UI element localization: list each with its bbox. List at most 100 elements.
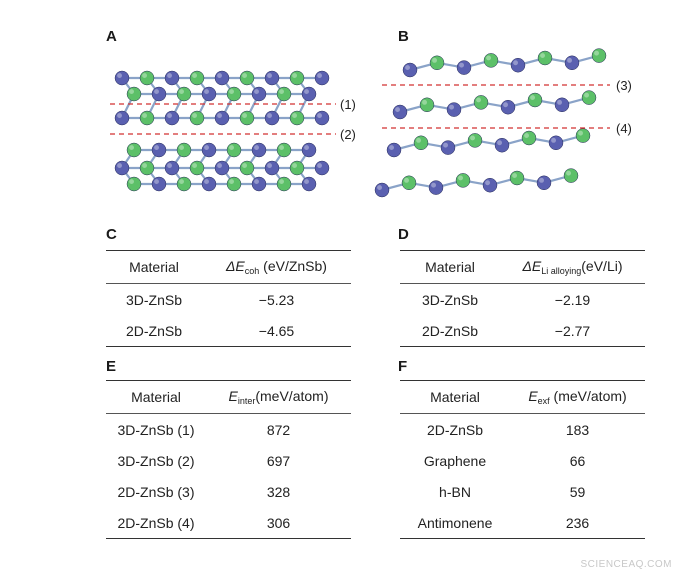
sb-atom — [429, 55, 445, 71]
zn-atom — [392, 104, 408, 120]
watermark: SCIENCEAQ.COM — [580, 559, 672, 570]
zn-atom — [564, 55, 580, 71]
sb-atom — [591, 48, 607, 63]
table-interlayer-energy: Material Einter(meV/atom) 3D-ZnSb (1)872… — [106, 380, 351, 539]
sb-atom — [473, 95, 489, 110]
table-row: 2D-ZnSb (4)306 — [106, 507, 351, 539]
table-header-energy: Einter(meV/atom) — [206, 380, 351, 414]
zn-atom — [482, 177, 498, 193]
sb-atom — [176, 86, 192, 102]
zn-atom — [402, 62, 418, 78]
cleave-label-3: (3) — [616, 78, 632, 93]
zn-atom — [264, 70, 280, 86]
zn-atom — [510, 57, 526, 73]
zn-atom — [386, 142, 402, 158]
table-header-material: Material — [106, 250, 202, 284]
sb-atom — [276, 176, 292, 192]
zn-atom — [554, 97, 570, 113]
zn-atom — [301, 86, 317, 102]
sb-atom — [126, 176, 142, 192]
sb-atom — [276, 86, 292, 102]
table-li-alloying-energy: Material ΔELi alloying(eV/Li) 3D-ZnSb−2.… — [400, 250, 645, 347]
zn-atom — [440, 140, 456, 155]
zn-atom — [264, 160, 280, 176]
cleave-label-1: (1) — [340, 97, 356, 112]
sb-atom — [239, 160, 255, 176]
zn-atom — [301, 176, 317, 192]
structure-3d-znsb: (1) (2) — [110, 70, 356, 192]
sb-atom — [226, 142, 242, 158]
zn-atom — [536, 175, 552, 191]
zn-atom — [428, 180, 444, 195]
zn-atom — [548, 135, 564, 151]
zn-atom — [456, 60, 472, 75]
table-header-energy: ΔELi alloying(eV/Li) — [500, 250, 645, 284]
zn-atom — [114, 70, 130, 86]
panel-label-b: B — [398, 28, 409, 45]
sb-atom — [126, 142, 142, 158]
table-header-energy: ΔEcoh (eV/ZnSb) — [202, 250, 351, 284]
sb-atom — [139, 110, 155, 126]
table-row: 2D-ZnSb−4.65 — [106, 315, 351, 347]
sb-atom — [239, 110, 255, 126]
zn-atom — [251, 142, 267, 158]
panel-label-e: E — [106, 358, 117, 375]
zn-atom — [494, 137, 510, 153]
zn-atom — [164, 70, 180, 86]
sb-atom — [537, 50, 553, 66]
sb-atom — [239, 70, 255, 86]
sb-atom — [563, 168, 579, 183]
sb-atom — [276, 142, 292, 158]
panel-label-d: D — [398, 226, 409, 243]
table-row: 3D-ZnSb−2.19 — [421, 291, 591, 308]
panel-label-f: F — [398, 358, 408, 375]
sb-atom — [189, 70, 205, 86]
zn-atom — [214, 70, 230, 86]
sb-atom — [413, 135, 429, 151]
sb-atom — [509, 170, 525, 186]
zn-atom — [164, 110, 180, 126]
sb-atom — [126, 86, 142, 102]
sb-atom — [139, 160, 155, 176]
sb-atom — [226, 176, 242, 192]
sb-atom — [226, 86, 242, 102]
sb-atom — [527, 92, 543, 108]
table-row: 3D-ZnSb (1)872 — [117, 421, 291, 438]
panel-label-c: C — [106, 226, 117, 243]
structure-2d-znsb-layers: (3) (4) — [374, 48, 632, 198]
zn-atom — [201, 142, 217, 158]
sb-atom — [575, 128, 591, 143]
zn-atom — [500, 99, 516, 115]
cleave-label-4: (4) — [616, 121, 632, 136]
zn-atom — [446, 102, 462, 117]
zn-atom — [314, 110, 330, 126]
zn-atom — [201, 86, 217, 102]
sb-atom — [581, 90, 597, 105]
zn-atom — [214, 110, 230, 126]
table-cohesive-energy: Material ΔEcoh (eV/ZnSb) 3D-ZnSb−5.23 2D… — [106, 250, 351, 347]
zn-atom — [114, 160, 130, 176]
sb-atom — [139, 70, 155, 86]
sb-atom — [419, 97, 435, 113]
table-row: 3D-ZnSb (2)697 — [117, 452, 291, 469]
zn-atom — [301, 142, 317, 158]
zn-atom — [114, 110, 130, 126]
sb-atom — [401, 175, 417, 191]
table-row: 2D-ZnSb (3)328 — [117, 483, 291, 500]
table-header-material: Material — [106, 380, 206, 414]
sb-atom — [289, 70, 305, 86]
cleave-label-2: (2) — [340, 127, 356, 142]
zn-atom — [151, 176, 167, 192]
zn-atom — [374, 182, 390, 198]
sb-atom — [189, 160, 205, 176]
sb-atom — [289, 110, 305, 126]
table-header-energy: Eexf (meV/atom) — [510, 380, 645, 414]
zn-atom — [314, 70, 330, 86]
zn-atom — [151, 86, 167, 102]
sb-atom — [176, 142, 192, 158]
